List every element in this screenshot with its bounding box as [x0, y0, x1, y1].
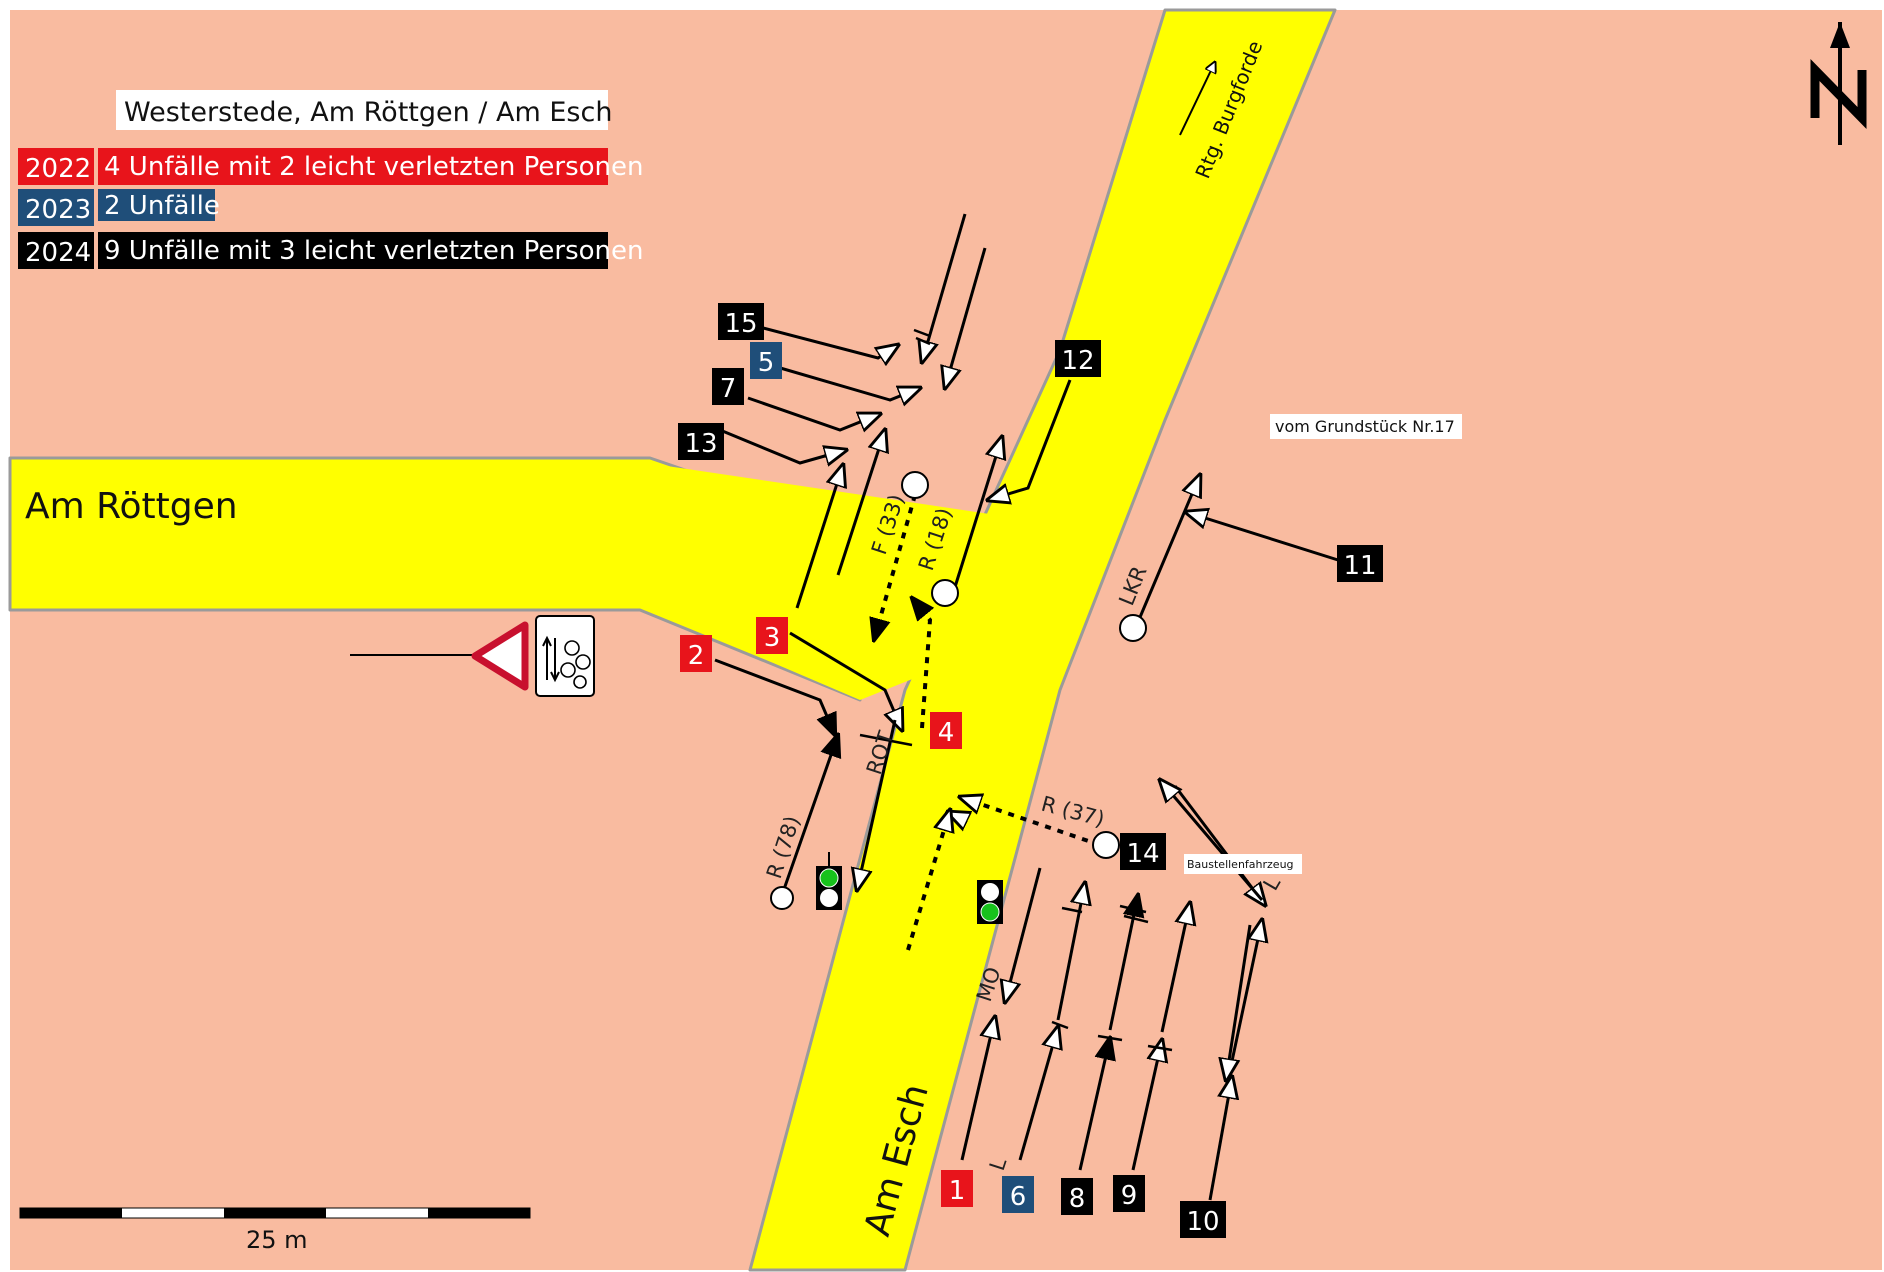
accident-path-construction-b [1160, 780, 1264, 901]
legend-year-2022: 2022 [25, 154, 91, 184]
accident-marker-13: 13 [678, 423, 724, 460]
construction-label-box: Baustellenfahrzeug [1184, 854, 1302, 874]
traffic-light-icon [816, 852, 842, 910]
accident-marker-5: 5 [750, 342, 782, 379]
accident-path-15c [945, 247, 987, 388]
accident-path-13 [719, 428, 846, 463]
accident-path-9 [1131, 1040, 1162, 1171]
accident-path-r78 [780, 735, 838, 896]
legend-year-2024: 2024 [25, 238, 91, 268]
accident-path-7 [747, 396, 880, 430]
bicycle-both-directions-sign-icon [535, 615, 595, 697]
cyclist-path-4 [912, 598, 930, 729]
accident-marker-8: 8 [1061, 1178, 1093, 1215]
accident-path-11b [1186, 512, 1339, 562]
accident-path-15 [747, 322, 898, 358]
accident-path-3 [789, 631, 902, 730]
start-point-r78 [770, 886, 794, 910]
accident-marker-14: 14 [1120, 833, 1166, 870]
accident-path-8 [1078, 1038, 1110, 1171]
accident-path-12 [988, 379, 1072, 500]
accident-marker-14-label: 14 [1126, 839, 1159, 869]
cyclist-path-mo [906, 810, 950, 951]
legend-year-2023: 2023 [25, 195, 91, 225]
accident-marker-1: 1 [941, 1170, 973, 1207]
accident-path-10 [1208, 1077, 1232, 1201]
accident-paths [714, 213, 1339, 1201]
scale-label: 25 m [246, 1226, 308, 1254]
accident-marker-10-label: 10 [1186, 1207, 1219, 1237]
start-points [770, 471, 1147, 910]
legend-text-2022: 4 Unfälle mit 2 leicht verletzten Person… [104, 152, 644, 182]
accident-marker-6: 6 [1002, 1176, 1034, 1213]
accident-path-mo [1005, 867, 1042, 1002]
accident-path-15b [922, 213, 967, 362]
accident-marker-13-label: 13 [684, 429, 717, 459]
accident-marker-7: 7 [712, 368, 744, 405]
start-point-r37 [1092, 831, 1120, 859]
accident-marker-11: 11 [1337, 545, 1383, 582]
accident-path-10c [1226, 924, 1252, 1080]
accident-path-2 [714, 658, 835, 735]
construction-label: Baustellenfahrzeug [1187, 858, 1294, 871]
accident-markers: 1 2 3 4 5 6 7 8 9 10 11 12 13 14 15 [678, 303, 1383, 1238]
accident-marker-8-label: 8 [1069, 1184, 1086, 1214]
accident-marker-3-label: 3 [764, 623, 781, 653]
accident-path-7b [836, 430, 885, 576]
legend-text-2023: 2 Unfälle [104, 191, 220, 221]
accident-path-13b [795, 465, 843, 609]
accident-marker-9-label: 9 [1121, 1181, 1138, 1211]
accident-marker-11-label: 11 [1343, 551, 1376, 581]
street-label-am-roettgen: Am Röttgen [25, 486, 238, 527]
start-point-lkr [1119, 614, 1147, 642]
yield-sign-icon [471, 621, 529, 691]
accident-marker-6-label: 6 [1010, 1182, 1027, 1212]
accident-marker-15-label: 15 [724, 309, 757, 339]
start-point-r18 [931, 579, 959, 607]
accident-marker-9: 9 [1113, 1175, 1145, 1212]
accident-path-12b [953, 437, 1002, 588]
property-label: vom Grundstück Nr.17 [1275, 417, 1455, 436]
accident-path-9b [1160, 903, 1190, 1033]
accident-marker-7-label: 7 [720, 374, 737, 404]
accident-path-6b [1056, 883, 1085, 1021]
direction-arrow-line [1179, 62, 1215, 136]
accident-marker-4: 4 [930, 712, 962, 749]
road-am-esch [748, 8, 1337, 1272]
accident-path-6 [1018, 1027, 1058, 1161]
accident-marker-1-label: 1 [949, 1176, 966, 1206]
map-title: Westerstede, Am Röttgen / Am Esch [124, 97, 612, 128]
accident-path-1 [960, 1017, 995, 1161]
road-junction [640, 462, 1030, 700]
accident-path-rot [857, 719, 897, 890]
accident-marker-2-label: 2 [688, 641, 705, 671]
accident-marker-5-label: 5 [758, 348, 775, 378]
accident-marker-15: 15 [718, 303, 764, 340]
start-point-f33 [901, 471, 929, 499]
accident-path-10b [1226, 920, 1262, 1081]
property-label-box: vom Grundstück Nr.17 [1270, 414, 1462, 439]
legend-text-2024: 9 Unfälle mit 3 leicht verletzten Person… [104, 236, 644, 266]
accident-marker-10: 10 [1180, 1201, 1226, 1238]
accident-marker-12: 12 [1055, 340, 1101, 377]
traffic-light-icon [977, 880, 1003, 924]
accident-marker-2: 2 [680, 635, 712, 672]
accident-marker-4-label: 4 [938, 718, 955, 748]
accident-path-5 [769, 363, 920, 400]
legend: 2022 4 Unfälle mit 2 leicht verletzten P… [18, 148, 644, 269]
north-arrow-icon [1810, 22, 1867, 145]
scale-bar: 25 m [19, 1207, 531, 1254]
cyclist-paths [874, 494, 1101, 951]
map-title-box: Westerstede, Am Röttgen / Am Esch [116, 90, 612, 130]
accident-marker-12-label: 12 [1061, 346, 1094, 376]
accident-marker-3: 3 [756, 617, 788, 654]
accident-path-11 [1136, 475, 1200, 623]
